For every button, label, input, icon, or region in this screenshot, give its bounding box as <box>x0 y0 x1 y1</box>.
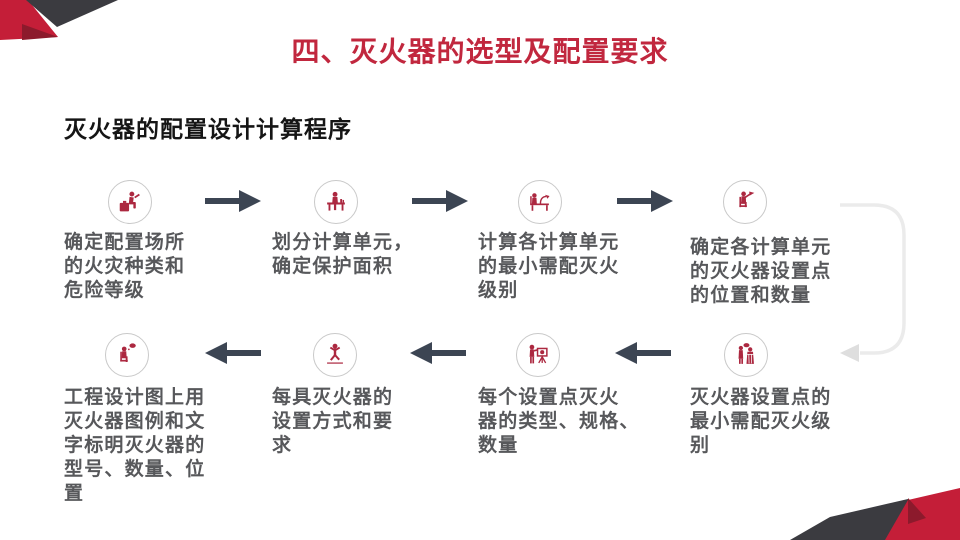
step-8-icon-circle <box>105 333 149 377</box>
slide-title: 四、灭火器的选型及配置要求 <box>291 36 669 67</box>
step-2-text: 划分计算单元， 确定保护面积 <box>272 232 414 277</box>
step-1-text: 确定配置场所 的火灾种类和 危险等级 <box>64 232 186 301</box>
person-working-at-desk-icon <box>327 191 345 211</box>
step-1-icon-circle <box>108 180 152 224</box>
step-8-text: 工程设计图上用 灭火器图例和文 字标明灭火器的 型号、数量、位 置 <box>64 387 206 504</box>
step-3-icon-circle <box>518 180 562 224</box>
person-presenting-easel-icon <box>529 344 548 364</box>
person-at-desk-with-lamp-icon <box>530 193 550 211</box>
flow-arrow-right-1 <box>205 190 261 212</box>
step-5-icon-circle <box>724 333 768 377</box>
flow-arrow-left-3 <box>205 342 261 364</box>
row-connector-curve <box>840 203 906 362</box>
person-sitting-on-box-reading-icon <box>119 191 140 212</box>
step-3-text: 计算各计算单元 的最小需配灭火 级别 <box>478 232 620 301</box>
corner-decoration-top-left <box>0 0 118 40</box>
seated-person-pointing-flag-icon <box>739 191 755 208</box>
flow-arrow-left-1 <box>615 342 671 364</box>
two-people-conversation-icon <box>738 343 754 364</box>
flow-arrow-left-2 <box>410 342 466 364</box>
step-4-icon-circle <box>723 180 767 224</box>
section-subtitle: 灭火器的配置设计计算程序 <box>64 116 352 142</box>
step-4-text: 确定各计算单元 的灭火器设置点 的位置和数量 <box>690 237 832 306</box>
flow-arrow-right-3 <box>617 190 673 212</box>
step-2-icon-circle <box>314 180 358 224</box>
step-6-text: 每个设置点灭火 器的类型、规格、 数量 <box>478 387 640 456</box>
seated-person-thinking-icon <box>120 343 136 362</box>
step-6-icon-circle <box>516 333 560 377</box>
step-7-icon-circle <box>313 333 357 377</box>
step-5-text: 灭火器设置点的 最小需配灭火级 别 <box>690 387 832 456</box>
flow-arrow-right-2 <box>412 190 468 212</box>
corner-decoration-bottom-right <box>790 488 960 540</box>
step-7-text: 每具灭火器的 设置方式和要 求 <box>272 387 394 456</box>
person-jumping-icon <box>327 343 343 364</box>
